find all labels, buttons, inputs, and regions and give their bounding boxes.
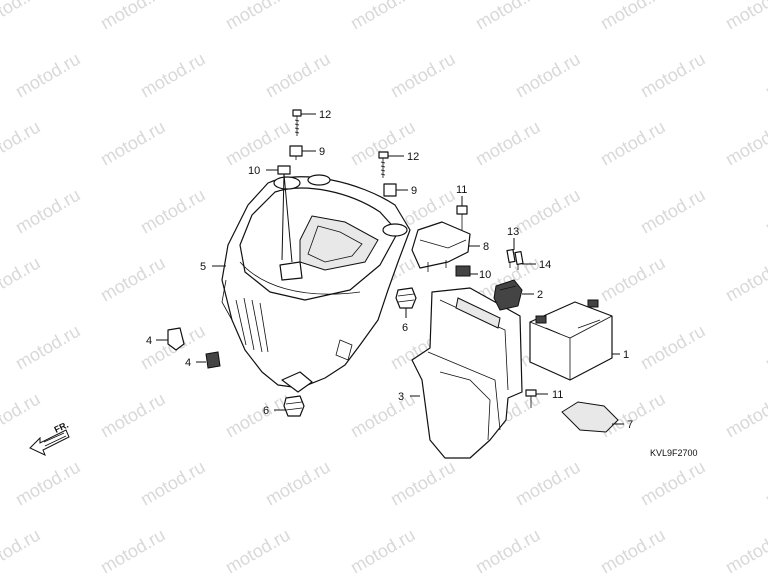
fasteners <box>167 109 537 417</box>
watermark: motod.ru <box>262 49 334 102</box>
watermark: motod.ru <box>512 49 584 102</box>
callout-label: 13 <box>507 226 519 238</box>
callout-label: 12 <box>319 109 331 121</box>
battery-cover <box>411 287 523 459</box>
callout-label: 10 <box>479 269 491 281</box>
callout-label: 12 <box>407 151 419 163</box>
watermark: motod.ru <box>597 253 669 306</box>
watermark: motod.ru <box>472 117 544 170</box>
callout-label: 11 <box>456 184 467 196</box>
watermark: motod.ru <box>597 525 669 576</box>
watermark: motod.ru <box>12 49 84 102</box>
watermark: motod.ru <box>97 0 169 33</box>
battery-pad <box>561 401 619 433</box>
watermark: motod.ru <box>262 457 334 510</box>
watermark: motod.ru <box>0 389 44 442</box>
callout-label: 10 <box>248 165 260 177</box>
callout-labels: 12 9 10 12 9 11 8 13 14 10 2 5 6 4 4 1 3… <box>146 109 633 431</box>
watermark: motod.ru <box>97 117 169 170</box>
watermark: motod.ru <box>387 49 459 102</box>
callout-label: 4 <box>185 357 191 369</box>
watermark: motod.ru <box>512 185 584 238</box>
watermark: motod.ru <box>472 0 544 33</box>
callout-label: 6 <box>402 322 408 334</box>
fuse-connector <box>493 279 523 311</box>
watermark: motod.ru <box>387 457 459 510</box>
watermark: motod.ru <box>762 321 768 374</box>
watermark: motod.ru <box>722 0 768 33</box>
watermark: motod.ru <box>97 389 169 442</box>
watermark: motod.ru <box>512 457 584 510</box>
watermark: motod.ru <box>472 525 544 576</box>
watermark: motod.ru <box>722 389 768 442</box>
watermark: motod.ru <box>637 185 709 238</box>
callout-label: 7 <box>627 419 633 431</box>
front-direction-arrow: FR. <box>29 420 70 456</box>
callout-label: 4 <box>146 335 152 347</box>
watermark: motod.ru <box>347 389 419 442</box>
watermark: motod.ru <box>222 389 294 442</box>
callout-label: 14 <box>539 259 551 271</box>
leader-lines <box>156 113 624 425</box>
watermark: motod.ru <box>597 117 669 170</box>
watermark: motod.ru <box>12 321 84 374</box>
watermark: motod.ru <box>722 253 768 306</box>
callout-label: 9 <box>411 185 417 197</box>
watermark: motod.ru <box>222 525 294 576</box>
watermark: motod.ru <box>0 117 44 170</box>
battery <box>529 299 613 381</box>
watermark: motod.ru <box>762 185 768 238</box>
watermark: motod.ru <box>762 49 768 102</box>
watermark: motod.ru <box>762 457 768 510</box>
watermark: motod.ru <box>97 253 169 306</box>
callout-label: 11 <box>552 389 563 401</box>
watermark: motod.ru <box>347 0 419 33</box>
watermark: motod.ru <box>0 253 44 306</box>
callout-label: 3 <box>398 391 404 403</box>
callout-label: 6 <box>263 405 269 417</box>
watermark: motod.ru <box>597 0 669 33</box>
drawing-code: KVL9F2700 <box>650 448 698 458</box>
watermark: motod.ru <box>97 525 169 576</box>
battery-box-cover <box>411 221 471 272</box>
watermark: motod.ru <box>0 0 44 33</box>
watermark: motod.ru <box>722 117 768 170</box>
watermark: motod.ru <box>137 185 209 238</box>
watermark: motod.ru <box>637 457 709 510</box>
callout-label: 2 <box>537 289 543 301</box>
watermark: motod.ru <box>222 117 294 170</box>
watermark: motod.ru <box>12 457 84 510</box>
callout-label: 8 <box>483 241 489 253</box>
callout-label: 1 <box>623 349 629 361</box>
luggage-box <box>221 174 411 393</box>
watermark: motod.ru <box>637 321 709 374</box>
watermark: motod.ru <box>137 49 209 102</box>
fuses <box>506 248 524 270</box>
watermark: motod.ru <box>222 0 294 33</box>
callout-label: 5 <box>200 261 206 273</box>
watermark: motod.ru <box>722 525 768 576</box>
watermark: motod.ru <box>347 525 419 576</box>
watermark: motod.ru <box>0 525 44 576</box>
watermark: motod.ru <box>637 49 709 102</box>
callout-label: 9 <box>319 146 325 158</box>
watermark: motod.ru <box>12 185 84 238</box>
watermark: motod.ru <box>137 457 209 510</box>
